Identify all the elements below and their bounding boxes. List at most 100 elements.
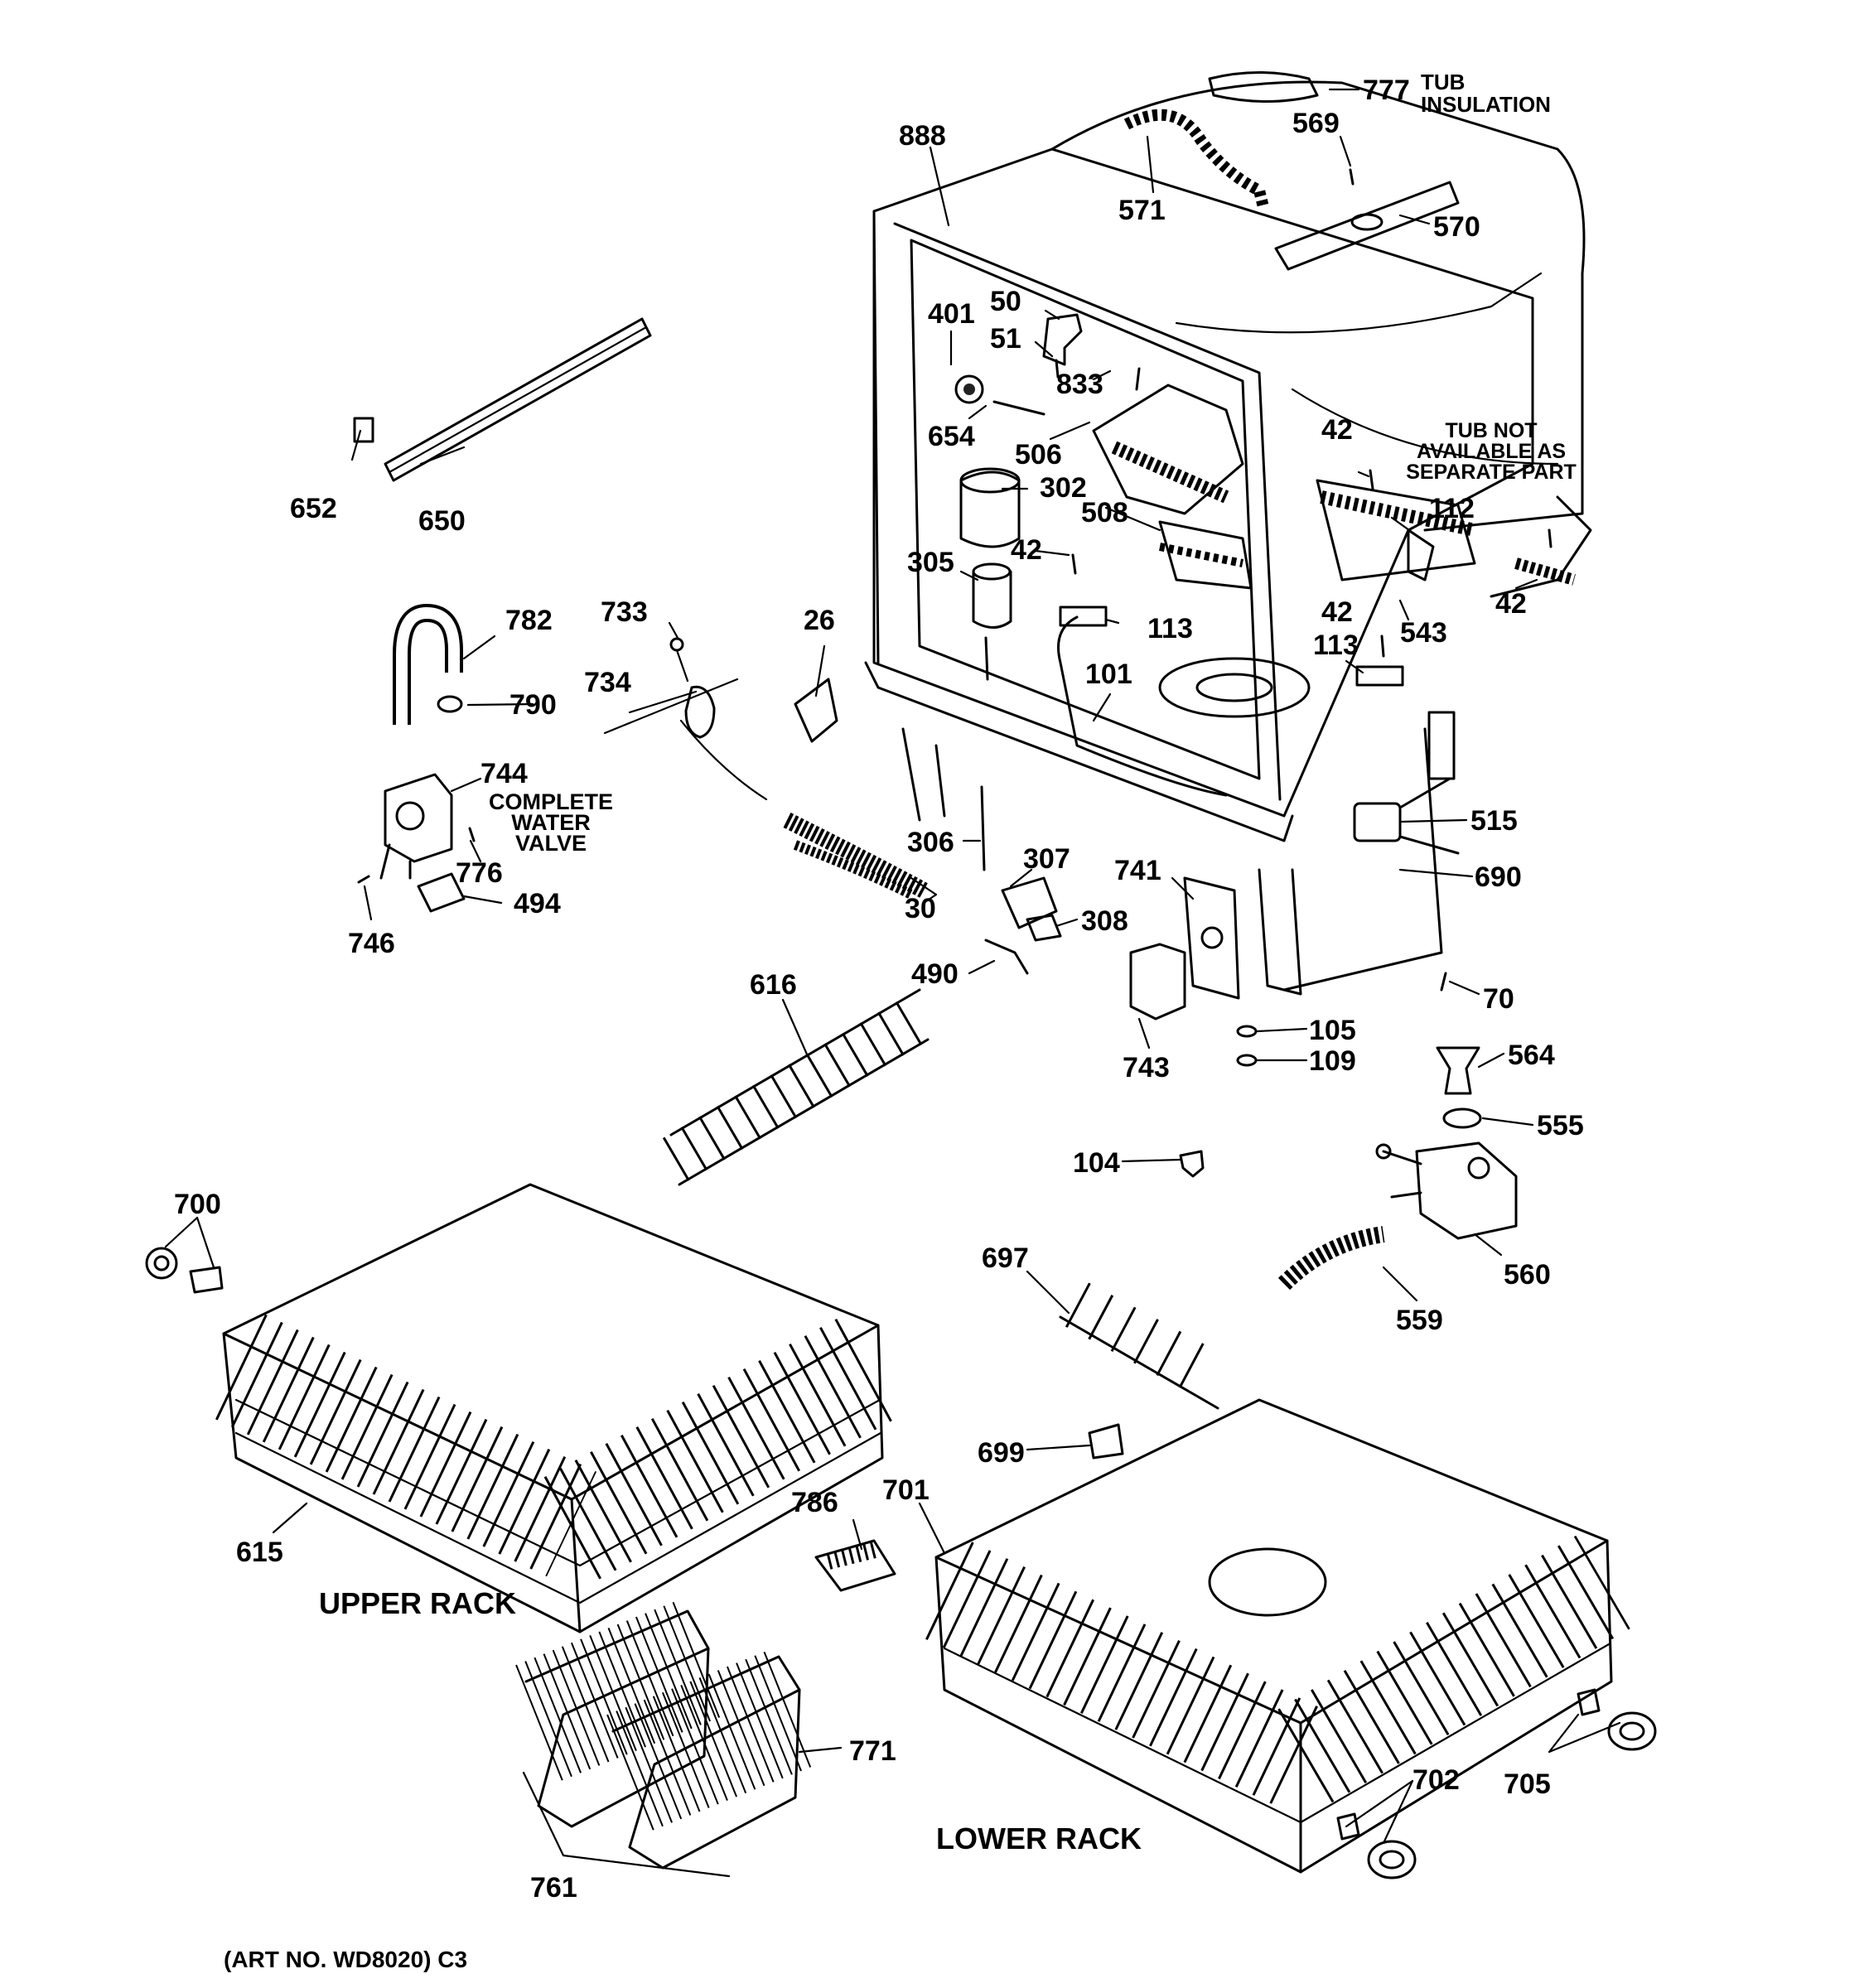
base-rail-side (1282, 727, 1443, 992)
part-786: 786 (791, 1487, 838, 1518)
bracket-494 (417, 872, 466, 913)
part-741: 741 (1114, 855, 1161, 886)
pump-560 (1375, 1141, 1518, 1240)
cable-eyelet-733 (669, 637, 684, 652)
part-833: 833 (1056, 369, 1103, 400)
clip-113-a (1059, 606, 1108, 627)
capacitor-743 (1129, 943, 1186, 1021)
tub-floor-edge (1291, 388, 1559, 466)
pump-bracket (1316, 479, 1476, 581)
spray-tower (1158, 520, 1253, 590)
roller-705 (1577, 1688, 1657, 1751)
tub-front-left-edge (872, 210, 880, 664)
part-702: 702 (1412, 1764, 1460, 1796)
part-308: 308 (1081, 905, 1128, 937)
bracket-741 (1183, 876, 1240, 1000)
base-bracket (1427, 711, 1456, 780)
tub-not-available-line2: AVAILABLE AS (1417, 440, 1566, 463)
detergent-dispenser (1092, 384, 1244, 515)
part-571: 571 (1118, 195, 1166, 226)
part-697: 697 (982, 1242, 1029, 1274)
inlet-564 (1436, 1046, 1480, 1095)
tub-insulation-outline (1050, 80, 1586, 532)
rack-clip-699 (1088, 1423, 1124, 1460)
water-valve-line3: VALVE (515, 831, 587, 856)
part-401: 401 (928, 298, 975, 330)
insulation-pad (1208, 71, 1319, 103)
screw-70 (1440, 972, 1447, 992)
leader-lines (164, 88, 1621, 1878)
roller-702 (1336, 1812, 1417, 1879)
part-51: 51 (990, 323, 1021, 355)
bracket-50 (1042, 313, 1083, 366)
door-spring-30b (793, 840, 914, 900)
part-543: 543 (1400, 617, 1447, 649)
screw-104 (1179, 1150, 1205, 1178)
nut-109 (1236, 1054, 1258, 1067)
sump-inner (1195, 673, 1273, 702)
callouts: TUB INSULATION TUB NOT AVAILABLE AS SEPA… (224, 70, 1577, 1972)
insulation-edge (1175, 272, 1543, 334)
float-housing (959, 470, 1021, 548)
silverware-basket-771 (515, 1599, 819, 1870)
part-490: 490 (911, 958, 959, 990)
part-506: 506 (1015, 439, 1062, 470)
clamp-790 (437, 695, 463, 713)
part-508: 508 (1081, 497, 1128, 528)
gasket-end-cap-652 (353, 417, 374, 443)
tub-not-available-line3: SEPARATE PART (1406, 461, 1577, 484)
part-515: 515 (1470, 805, 1518, 837)
oring-555 (1442, 1107, 1482, 1129)
part-112: 112 (1429, 493, 1475, 524)
part-734: 734 (584, 667, 631, 698)
base-leg-right (1258, 868, 1302, 996)
bracket-308 (1026, 914, 1062, 942)
part-888: 888 (899, 120, 946, 152)
float (972, 570, 1012, 629)
screw-776 (468, 827, 476, 842)
part-652: 652 (290, 493, 337, 524)
part-705: 705 (1504, 1768, 1551, 1800)
float-cap (972, 562, 1012, 581)
bracket-grommet (1350, 213, 1384, 231)
part-570: 570 (1433, 211, 1480, 243)
part-109: 109 (1309, 1045, 1356, 1077)
bracket-741-hole (1200, 926, 1224, 949)
hose-782 (393, 603, 463, 725)
hinge-cover-26 (794, 678, 838, 743)
part-101: 101 (1085, 659, 1132, 690)
part-42-b: 42 (1321, 414, 1353, 446)
part-560: 560 (1504, 1259, 1551, 1291)
part-733: 733 (601, 596, 648, 628)
side-rail (1490, 495, 1592, 598)
screw-746 (357, 875, 370, 884)
part-700: 700 (174, 1189, 221, 1220)
part-70: 70 (1483, 983, 1514, 1015)
upper-rack-label: UPPER RACK (319, 1586, 516, 1620)
part-105: 105 (1309, 1015, 1356, 1046)
part-307: 307 (1023, 843, 1070, 875)
sump-ring (1158, 657, 1311, 718)
part-616: 616 (750, 969, 797, 1001)
door-hinge-assembly (603, 637, 928, 900)
part-30: 30 (905, 893, 936, 924)
part-113-b: 113 (1313, 630, 1359, 661)
part-746: 746 (348, 928, 395, 959)
part-42-c: 42 (1495, 588, 1527, 620)
pump-ribs (1320, 490, 1476, 537)
screw-654 (992, 400, 1045, 416)
terminal-block-wires (1398, 777, 1460, 855)
tub-screws (1055, 168, 1553, 658)
tub-insulation-line2: INSULATION (1421, 92, 1551, 117)
part-654: 654 (928, 421, 975, 452)
door-cable (679, 719, 768, 801)
side-rail-teeth (1514, 557, 1576, 586)
pump-latch (1407, 528, 1435, 581)
base-leg-left (901, 727, 946, 822)
rack-roller-700 (145, 1247, 224, 1294)
vent-hose (1123, 109, 1269, 209)
part-559: 559 (1396, 1305, 1443, 1336)
art-number: (ART NO. WD8020) C3 (224, 1947, 467, 1972)
door-spring-30a (783, 813, 928, 898)
part-790: 790 (509, 689, 557, 721)
